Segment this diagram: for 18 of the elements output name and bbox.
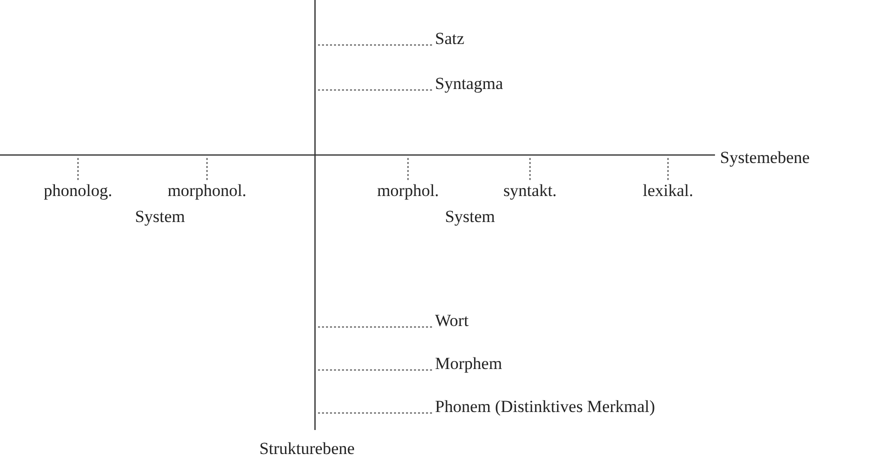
leader-line	[206, 158, 208, 180]
term-text: morphol.	[377, 180, 439, 202]
axis-label: Systemebene	[720, 147, 810, 169]
term-text: morphonol.	[168, 180, 246, 202]
term-text: lexikal.	[642, 180, 694, 202]
term-text: Syntagma	[435, 73, 503, 95]
leader-line	[318, 326, 434, 328]
leader-line	[318, 412, 434, 414]
term-text: Satz	[435, 28, 464, 50]
leader-line	[318, 44, 434, 46]
term-text: Wort	[435, 310, 469, 332]
term-text: syntakt.	[503, 180, 557, 202]
axis-label: System	[134, 206, 186, 228]
term-text: Morphem	[435, 353, 502, 375]
axis-label: System	[444, 206, 496, 228]
term-text: Phonem (Distinktives Merkmal)	[435, 396, 656, 418]
term-text: phonolog.	[44, 180, 112, 202]
axis-label: Strukturebene	[259, 438, 355, 460]
